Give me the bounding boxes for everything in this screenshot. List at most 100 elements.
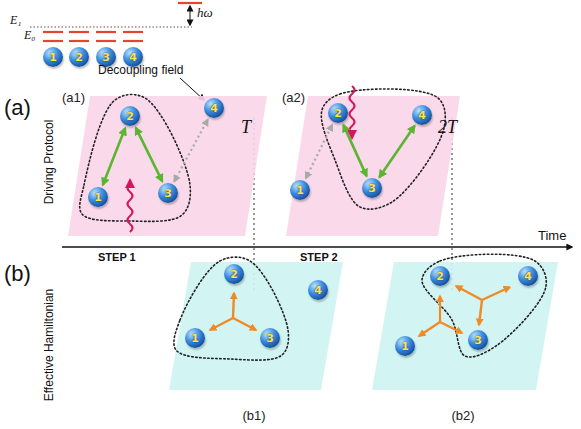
panel-label: (b1) [165,408,343,423]
qubit-ball: 2 [430,266,450,286]
panel-parallelogram [68,96,267,236]
qubit-number: 1 [88,187,108,207]
energy-levels [43,3,202,41]
three-body-star [419,296,462,336]
qubit-number: 3 [362,178,382,198]
panel-parallelogram [169,262,343,390]
qubit-ball: 3 [260,328,280,348]
energy-level [96,40,116,42]
qubit-ball: 1 [395,336,415,356]
energy-level [123,40,143,42]
energy-level [123,31,143,33]
suppressed-coupling-arrow [174,119,208,181]
time-mark: 2T [438,118,457,138]
qubit-ball: 1 [43,47,63,67]
energy-gap-label: hω [197,6,213,20]
panel-label: (a1) [62,90,96,105]
interaction-arrow [233,318,256,330]
time-axis [62,246,572,248]
group-loop [321,89,445,209]
panel-letter: (b) [4,262,31,286]
suppressed-coupling-arrow [306,125,332,179]
energy-level [43,40,63,42]
interaction-arrow [440,322,462,333]
qubit-ball: 1 [185,328,205,348]
interaction-arrow [479,300,482,325]
coupling-arrow [379,126,414,178]
interaction-arrow [482,287,510,300]
qubit-number: 4 [308,280,328,300]
coupling-arrow [136,128,162,182]
qubit-ball: 1 [290,180,310,200]
axis-label: Time [538,229,566,243]
edge-layer [103,119,415,184]
qubit-ball: 4 [518,266,538,286]
panel-letter: (a) [4,96,31,120]
panel-shape [62,90,267,238]
energy-level [69,40,89,42]
qubit-number: 4 [204,98,224,118]
qubit-number: 4 [518,266,538,286]
energy-level [178,2,202,4]
annotation: Decoupling field [98,64,183,77]
qubit-number: 1 [43,47,63,67]
qubit-number: 3 [158,183,178,203]
coupling-arrow [343,125,366,176]
group-loop [80,95,191,222]
qubit-ball: 4 [308,280,328,300]
energy-gap-arrow [190,6,191,25]
coupling-arrow [103,128,125,185]
step-label: STEP 2 [300,251,338,263]
panel-label: (b2) [368,408,558,423]
energy-level [43,31,63,33]
interaction-arrow [419,322,440,336]
qubit-ball: 2 [69,47,89,67]
qubit-ball: 4 [412,105,432,125]
qubit-number: 4 [412,105,432,125]
qubit-number: 2 [224,264,244,284]
energy-level [96,31,116,33]
protocol-panel: (b1) 1 2 3 4 [165,258,343,428]
axis-title: Effective Hamiltonian [43,289,56,402]
group-loop [422,254,546,357]
three-body-star [456,286,510,325]
interaction-arrow [439,296,441,322]
interaction-arrow [456,286,482,300]
panel-label: (a2) [282,90,316,105]
energy-label: E₁ [10,14,22,27]
qubit-ball: 3 [158,183,178,203]
qubit-ball: 2 [224,264,244,284]
protocol-panel: (a1) 1 2 3 4 [62,90,267,238]
qubit-ball: 3 [362,178,382,198]
qubit-number: 1 [185,328,205,348]
qubit-ball: 1 [88,187,108,207]
qubit-number: 2 [120,106,140,126]
interaction-arrow [210,318,233,330]
qubit-number: 2 [328,103,348,123]
interaction-arrow [233,293,234,318]
qubit-ball: 4 [204,98,224,118]
time-mark: T [241,118,251,138]
qubit-number: 2 [430,266,450,286]
energy-level [69,31,89,33]
qubit-ball: 3 [468,330,488,350]
protocol-panel: (b2) 1 2 3 4 [368,258,558,428]
group-loop [174,257,289,360]
energy-label: E₀ [24,29,36,42]
panel-parallelogram [372,262,558,390]
qubit-number: 3 [260,328,280,348]
protocol-panel: (a2) 1 2 3 4 [282,90,460,238]
qubit-number: 1 [290,180,310,200]
three-body-star [210,293,256,330]
qubit-number: 2 [69,47,89,67]
energy-level-dotted [30,27,192,28]
axis-title: Driving Protocol [43,120,56,205]
qubit-ball: 2 [328,103,348,123]
panel-shape [282,90,460,238]
qubit-number: 3 [468,330,488,350]
qubit-ball: 2 [120,106,140,126]
drive-wave-arrow [350,86,355,138]
